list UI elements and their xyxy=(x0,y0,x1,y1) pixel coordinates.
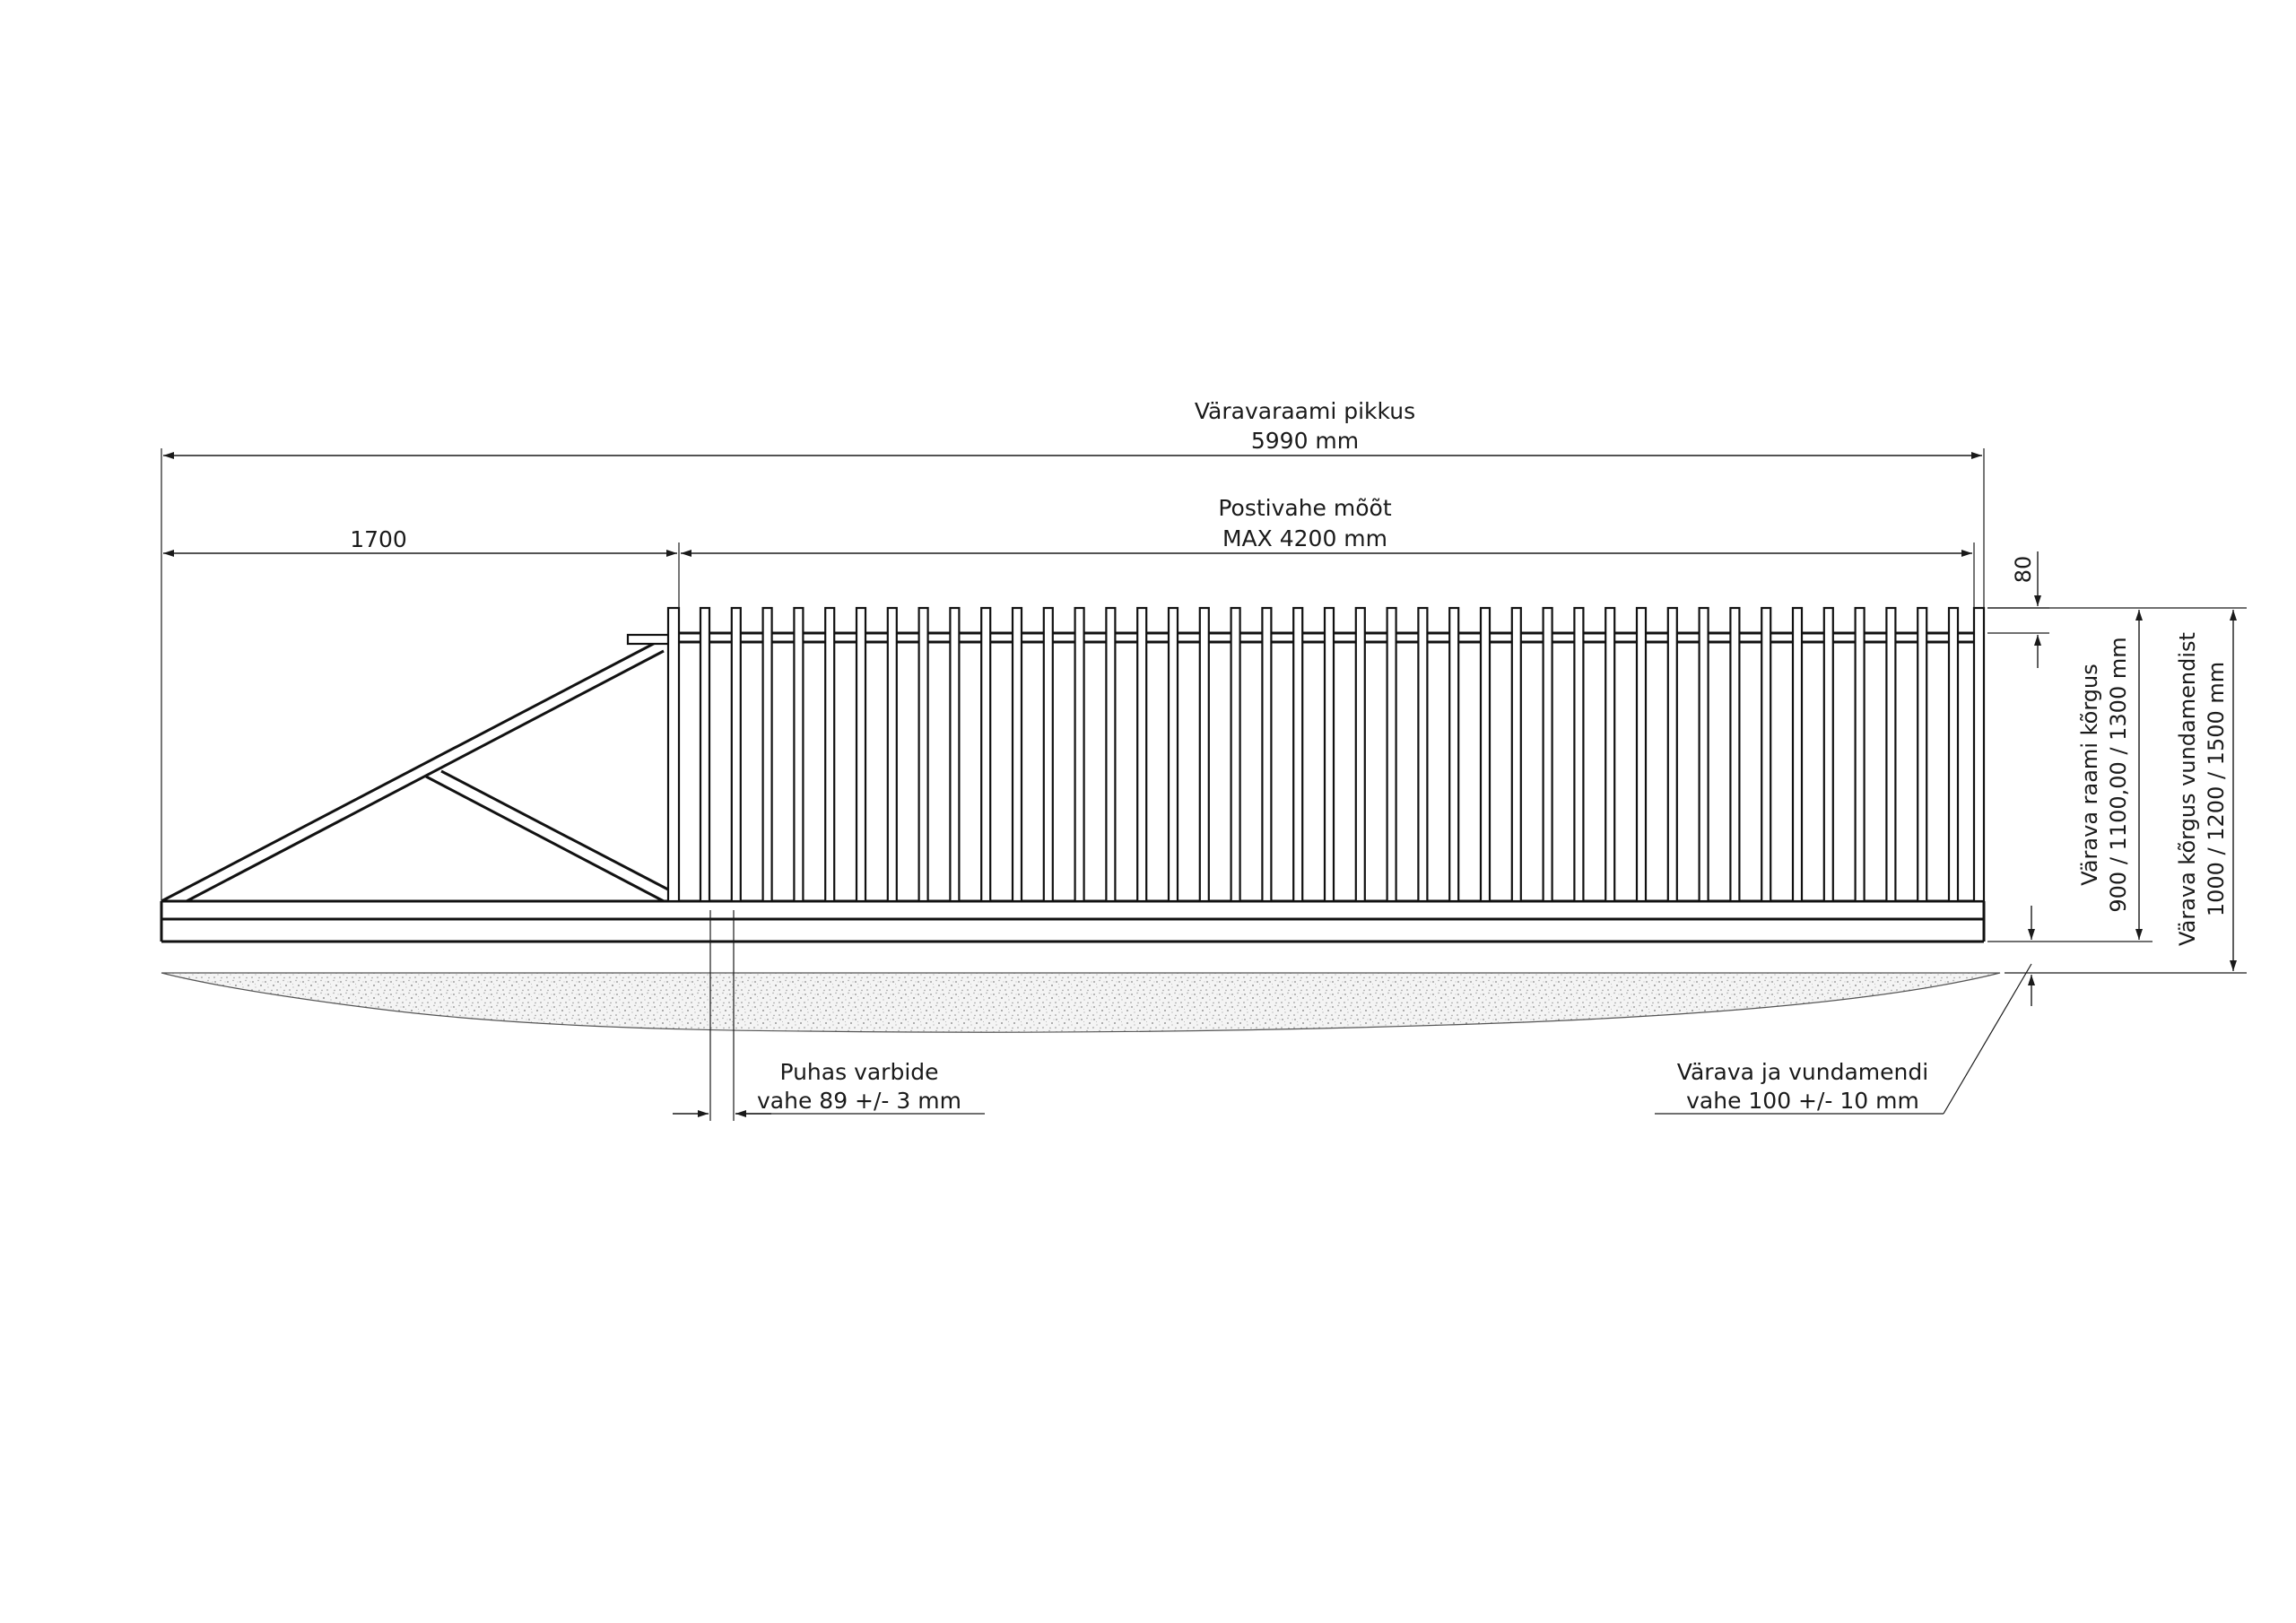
bar-gap-dimension: Puhas varbide vahe 89 +/- 3 mm xyxy=(673,910,985,1121)
infill-bar xyxy=(918,606,929,903)
infill-bar xyxy=(1323,606,1335,903)
infill-bar xyxy=(1698,606,1709,903)
infill-bar xyxy=(1822,606,1834,903)
infill-bar xyxy=(1791,606,1804,903)
infill-bar xyxy=(1417,606,1429,903)
frame-height-dimension: Värava raami kõrgus 900 / 1100,00 / 1300… xyxy=(1987,610,2152,942)
bar-gap-value: vahe 89 +/- 3 mm xyxy=(757,1088,961,1114)
infill-bar xyxy=(1917,606,1928,903)
infill-bar xyxy=(1105,606,1117,903)
total-height-dimension: Värava kõrgus vundamendist 1000 / 1200 /… xyxy=(1987,607,2247,974)
infill-bar xyxy=(855,606,867,903)
infill-bar xyxy=(1011,606,1023,903)
ground-gap-dimension: Värava ja vundamendi vahe 100 +/- 10 mm xyxy=(1655,906,2035,1115)
infill-bar xyxy=(1947,606,1960,903)
spike-value: 80 xyxy=(2011,556,2036,584)
infill-bar xyxy=(1885,606,1897,903)
infill-bar xyxy=(793,606,804,903)
frame-length-dimension: Väravaraami pikkus 5990 mm xyxy=(161,398,1985,901)
counterweight-frame xyxy=(161,633,673,903)
counterweight-value: 1700 xyxy=(350,526,407,552)
infill-bar xyxy=(730,606,742,903)
infill-bars xyxy=(699,606,1960,903)
infill-bar xyxy=(886,606,898,903)
infill-bar xyxy=(1167,606,1179,903)
total-height-title: Värava kõrgus vundamendist xyxy=(2175,632,2200,946)
infill-bar xyxy=(824,606,836,903)
spike-dimension: 80 xyxy=(1987,551,2049,668)
infill-bar xyxy=(699,606,711,903)
post-gap-dimension: Postivahe mõõt MAX 4200 mm xyxy=(681,495,1975,608)
infill-bar xyxy=(1729,606,1741,903)
infill-bar xyxy=(1635,606,1648,903)
infill-bar xyxy=(1292,606,1304,903)
infill-bar xyxy=(1761,606,1772,903)
infill-bar xyxy=(1074,606,1085,903)
total-height-value: 1000 / 1200 / 1500 mm xyxy=(2204,662,2229,916)
frame-height-title: Värava raami kõrgus xyxy=(2077,664,2102,885)
main-post xyxy=(666,606,681,903)
infill-bar xyxy=(1666,606,1678,903)
post-gap-value: MAX 4200 mm xyxy=(1222,525,1387,551)
infill-bar xyxy=(1198,606,1210,903)
infill-bar xyxy=(1479,606,1492,903)
bar-gap-title: Puhas varbide xyxy=(779,1059,938,1085)
infill-bar xyxy=(761,606,773,903)
infill-bar xyxy=(1354,606,1366,903)
counterweight-dimension: 1700 xyxy=(163,526,680,608)
frame-length-title: Väravaraami pikkus xyxy=(1195,398,1415,424)
post-gap-title: Postivahe mõõt xyxy=(1218,495,1391,521)
bottom-rail xyxy=(160,899,1986,943)
infill-bar xyxy=(1854,606,1866,903)
ground-gap-value: vahe 100 +/- 10 mm xyxy=(1686,1088,1919,1114)
ground-gap-title: Värava ja vundamendi xyxy=(1677,1059,1928,1085)
infill-bar xyxy=(1042,606,1054,903)
infill-bar xyxy=(1136,606,1148,903)
ground-surface xyxy=(161,972,2001,1033)
infill-bar xyxy=(1261,606,1273,903)
infill-bar xyxy=(980,606,992,903)
infill-bar xyxy=(1605,606,1616,903)
infill-bar xyxy=(1510,606,1522,903)
infill-bar xyxy=(1573,606,1585,903)
infill-bar xyxy=(1448,606,1460,903)
end-post xyxy=(1972,606,1986,903)
infill-bar xyxy=(1542,606,1553,903)
infill-bar xyxy=(1230,606,1241,903)
infill-bar xyxy=(1386,606,1397,903)
frame-height-value: 900 / 1100,00 / 1300 mm xyxy=(2106,637,2131,912)
frame-length-value: 5990 mm xyxy=(1251,428,1359,454)
infill-bar xyxy=(949,606,961,903)
